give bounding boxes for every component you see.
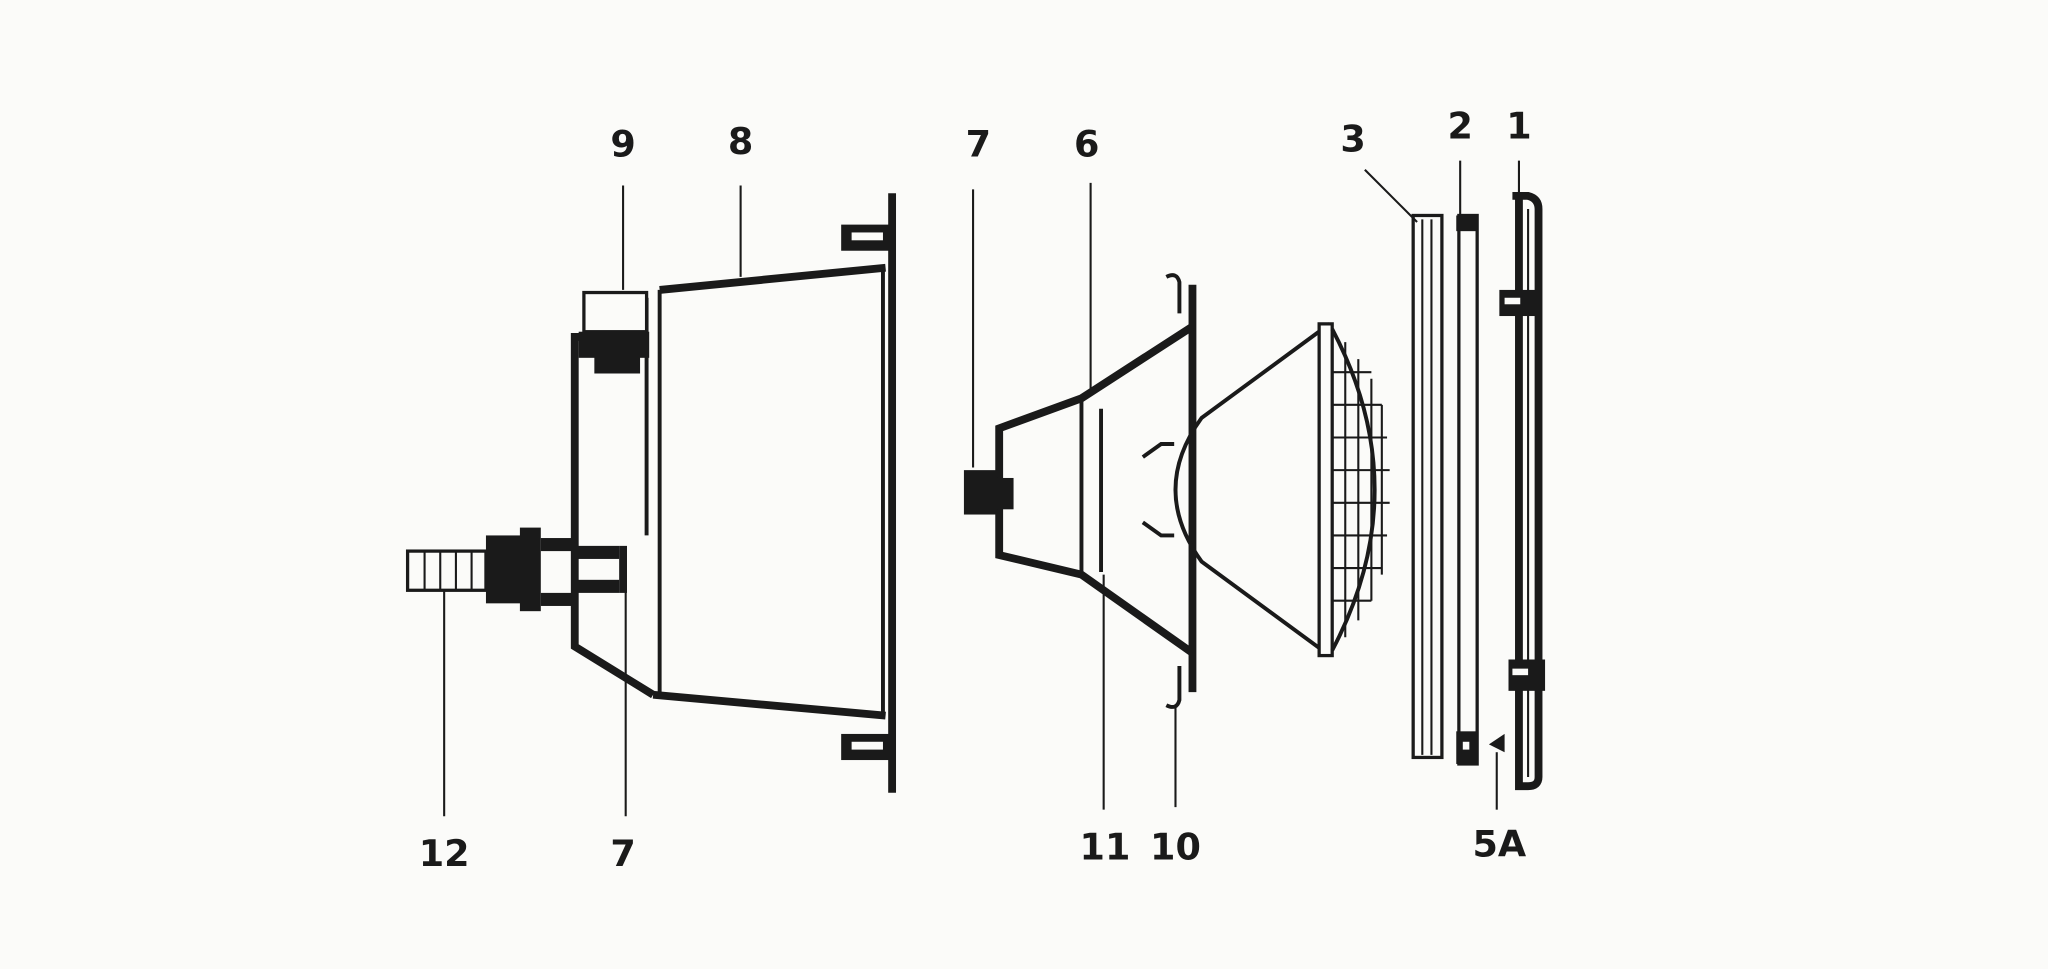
clips-part-10	[1141, 442, 1175, 538]
label-part-12: 12	[419, 832, 470, 875]
label-part-7-top: 7	[966, 123, 991, 166]
face-ring-part-1	[1499, 191, 1546, 791]
label-part-6: 6	[1074, 123, 1099, 166]
reflector-part-6	[963, 273, 1197, 709]
label-part-7-bottom: 7	[610, 832, 635, 875]
cable-gland-part-9	[578, 290, 650, 374]
arrow-5a-icon	[1488, 733, 1505, 753]
lens-ring-part-2	[1456, 213, 1479, 766]
label-part-8: 8	[728, 120, 753, 163]
label-part-9: 9	[610, 123, 635, 166]
label-part-10: 10	[1150, 825, 1201, 868]
label-part-5a: 5A	[1472, 823, 1526, 866]
label-part-11: 11	[1080, 825, 1131, 868]
label-part-3: 3	[1340, 117, 1365, 160]
gasket-part-3	[1411, 213, 1444, 760]
lamp-bulb	[1173, 322, 1390, 658]
fitting-part-12	[405, 527, 573, 612]
leader-lines	[443, 160, 1520, 817]
label-part-2: 2	[1447, 104, 1472, 147]
label-part-1: 1	[1506, 104, 1531, 147]
connector-part-7-lower	[574, 545, 627, 593]
